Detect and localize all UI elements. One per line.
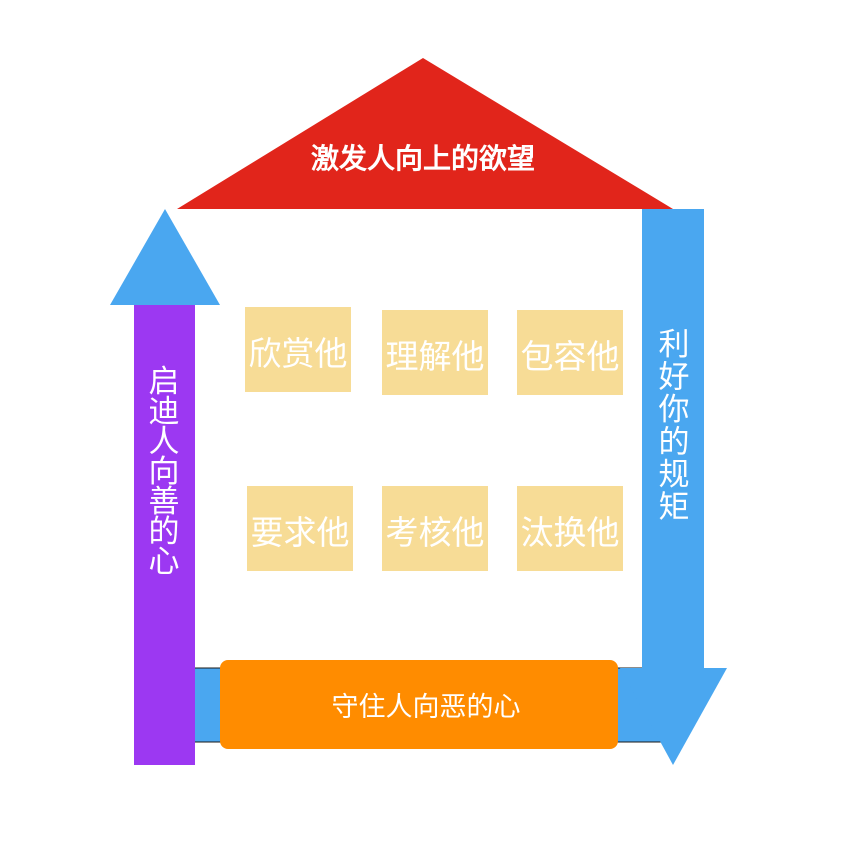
base-orange-bar bbox=[220, 660, 618, 749]
box-2 bbox=[382, 310, 488, 395]
box-4-label: 要求他 bbox=[251, 513, 350, 552]
box-6-label: 汰换他 bbox=[521, 513, 620, 552]
right-char-5: 规 bbox=[659, 457, 690, 493]
left-arrow-head bbox=[110, 209, 220, 305]
box-6 bbox=[517, 486, 623, 571]
box-3 bbox=[517, 310, 623, 395]
left-char-4: 向 bbox=[149, 454, 180, 490]
left-char-5: 善 bbox=[149, 484, 180, 520]
left-char-1: 启 bbox=[149, 364, 180, 400]
left-char-6: 的 bbox=[149, 514, 180, 550]
right-arrow-shaft bbox=[642, 209, 704, 669]
left-char-3: 人 bbox=[149, 424, 180, 460]
right-arrow-head bbox=[620, 668, 727, 765]
box-5-label: 考核他 bbox=[386, 513, 485, 552]
box-1-label: 欣赏他 bbox=[249, 334, 348, 373]
roof-label: 激发人向上的欲望 bbox=[311, 142, 535, 175]
right-char-1: 利 bbox=[659, 327, 690, 363]
left-arrow-shaft bbox=[134, 305, 195, 765]
box-3-label: 包容他 bbox=[521, 337, 620, 376]
base-label: 守住人向恶的心 bbox=[332, 692, 521, 723]
roof-triangle bbox=[177, 58, 673, 209]
right-char-4: 的 bbox=[659, 425, 690, 461]
right-char-6: 矩 bbox=[659, 490, 690, 526]
right-char-3: 你 bbox=[659, 392, 690, 428]
box-1 bbox=[245, 307, 351, 392]
right-char-2: 好 bbox=[659, 360, 690, 396]
inner-box-grid: 欣赏他 理解他 包容他 要求他 考核他 汰换他 bbox=[245, 307, 623, 571]
box-4 bbox=[247, 486, 353, 571]
left-char-2: 迪 bbox=[149, 394, 180, 430]
left-char-7: 心 bbox=[149, 544, 180, 580]
box-2-label: 理解他 bbox=[386, 337, 485, 376]
box-5 bbox=[382, 486, 488, 571]
